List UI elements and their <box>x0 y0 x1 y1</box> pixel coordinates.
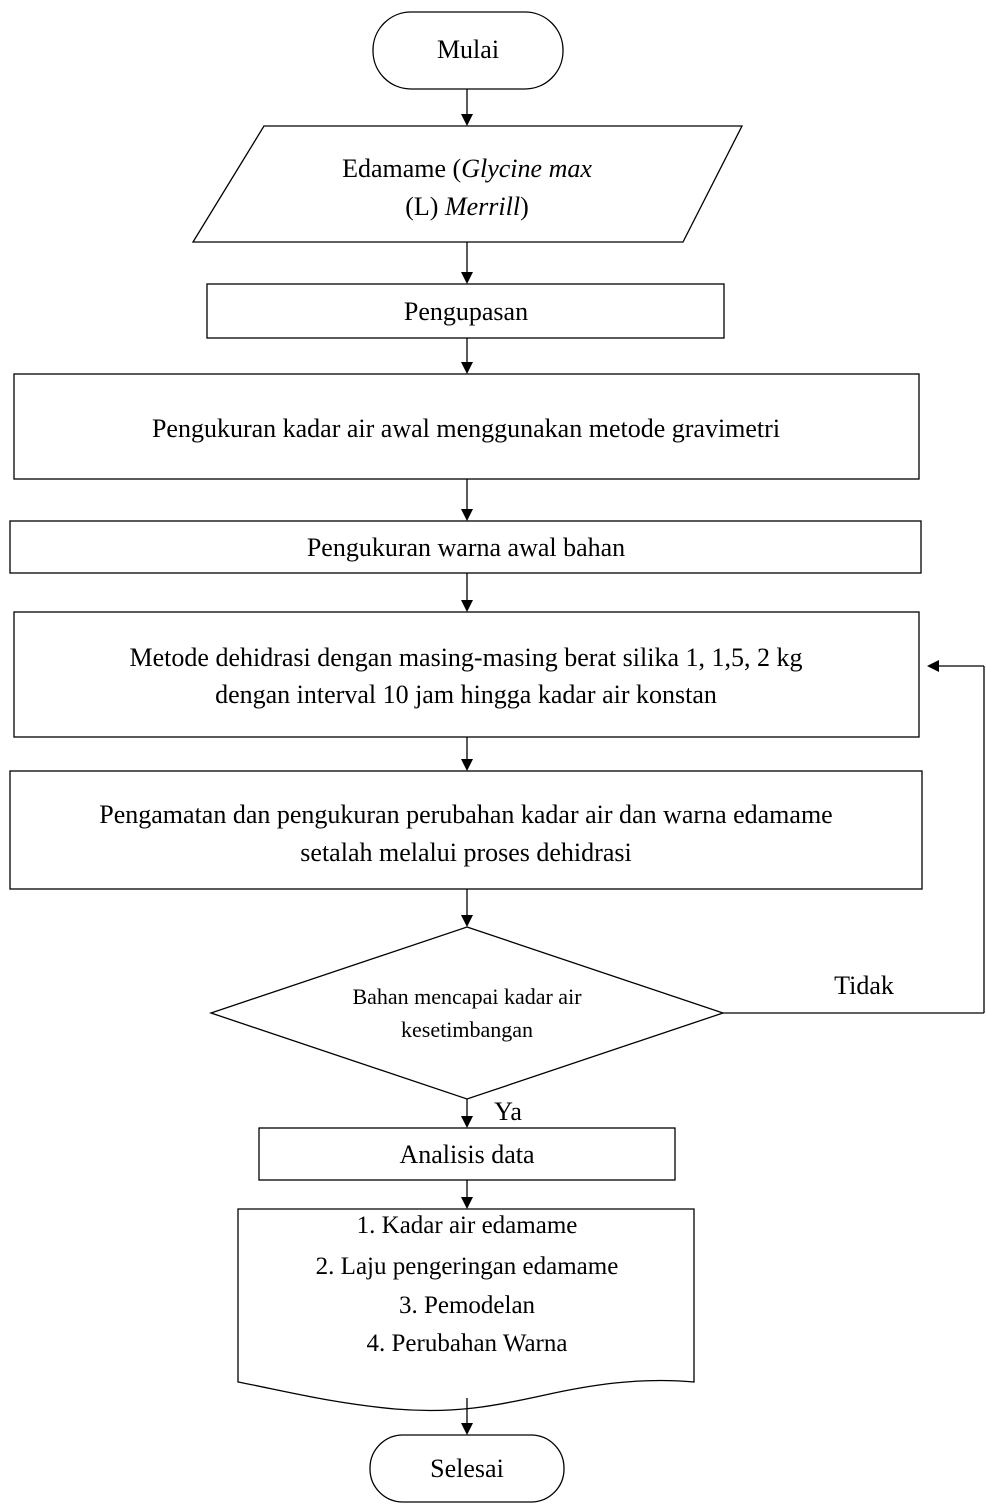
input-line2-author: Merrill <box>444 192 520 221</box>
input-label-line1: Edamame (Glycine max <box>342 154 592 183</box>
connector-input-to-peeling <box>461 242 473 284</box>
output-document: 1. Kadar air edamame 2. Laju pengeringan… <box>237 1208 695 1412</box>
connector-peeling-to-moisture <box>461 338 473 374</box>
input-line2-prefix: (L) <box>405 192 445 221</box>
input-parallelogram: Edamame (Glycine max (L) Merrill) <box>191 125 744 243</box>
output-item-3: 3. Pemodelan <box>399 1292 536 1319</box>
connector-observation-to-decision <box>461 889 473 927</box>
decision-diamond: Bahan mencapai kadar air kesetimbangan <box>208 926 726 1100</box>
end-label: Selesai <box>430 1454 504 1483</box>
decision-label-line2: kesetimbangan <box>401 1017 533 1042</box>
connector-analysis-to-outputs <box>461 1180 473 1209</box>
decision-yes-label: Ya <box>494 1097 522 1126</box>
start-terminator: Mulai <box>372 11 564 90</box>
process-dehydration-line2: dengan interval 10 jam hingga kadar air … <box>215 680 717 709</box>
process-initial-color-label: Pengukuran warna awal bahan <box>307 533 625 562</box>
output-item-4: 4. Perubahan Warna <box>367 1330 568 1357</box>
process-dehydration: Metode dehidrasi dengan masing-masing be… <box>13 611 920 738</box>
connector-decision-no-loop: Tidak <box>723 660 985 1014</box>
input-line1-prefix: Edamame ( <box>342 154 461 183</box>
connector-moisture-to-color <box>461 479 473 521</box>
start-label: Mulai <box>437 35 499 64</box>
process-initial-color: Pengukuran warna awal bahan <box>9 520 922 574</box>
process-analysis-label: Analisis data <box>399 1140 534 1169</box>
input-label-line2: (L) Merrill) <box>405 192 528 221</box>
process-observation: Pengamatan dan pengukuran perubahan kada… <box>9 770 923 890</box>
connector-start-to-input <box>461 89 473 126</box>
connector-decision-yes: Ya <box>461 1097 522 1128</box>
process-initial-moisture-label: Pengukuran kadar air awal menggunakan me… <box>152 414 780 443</box>
connector-color-to-dehydration <box>461 573 473 612</box>
process-initial-moisture: Pengukuran kadar air awal menggunakan me… <box>13 373 920 480</box>
connector-dehydration-to-observation <box>461 737 473 771</box>
input-line2-suffix: ) <box>520 192 529 221</box>
output-item-2: 2. Laju pengeringan edamame <box>316 1253 619 1280</box>
process-peeling: Pengupasan <box>206 283 725 339</box>
connector-outputs-to-end <box>461 1398 473 1435</box>
process-peeling-label: Pengupasan <box>404 297 528 326</box>
end-terminator: Selesai <box>369 1434 565 1503</box>
decision-no-label: Tidak <box>834 971 894 1000</box>
process-observation-line2: setalah melalui proses dehidrasi <box>300 838 631 867</box>
process-observation-line1: Pengamatan dan pengukuran perubahan kada… <box>99 800 832 829</box>
decision-label-line1: Bahan mencapai kadar air <box>352 984 582 1009</box>
output-item-1: 1. Kadar air edamame <box>357 1212 578 1239</box>
process-dehydration-line1: Metode dehidrasi dengan masing-masing be… <box>130 643 803 672</box>
input-line1-species: Glycine max <box>461 154 592 183</box>
process-analysis: Analisis data <box>258 1127 676 1181</box>
